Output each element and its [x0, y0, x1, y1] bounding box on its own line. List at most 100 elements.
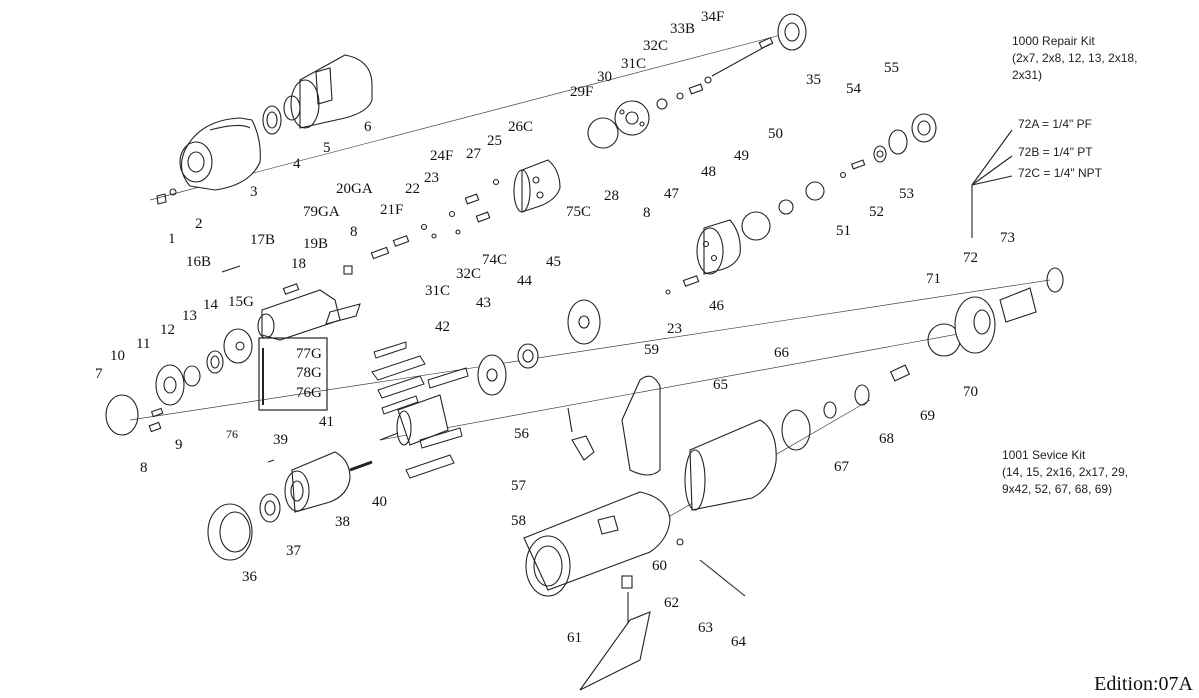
part-3-housing [179, 117, 261, 191]
label-51: 51 [836, 223, 851, 239]
label-48: 48 [701, 164, 716, 180]
part-46-spring [682, 275, 700, 287]
inlet-option-72b: 72B = 1/4" PT [1018, 145, 1093, 159]
part-66-oring [781, 409, 811, 451]
label-41: 41 [319, 414, 334, 430]
label-54: 54 [846, 81, 862, 97]
part-12-ring [183, 365, 201, 387]
label-68: 68 [879, 431, 894, 447]
label-27: 27 [466, 146, 482, 162]
inlet-option-72a: 72A = 1/4" PF [1018, 117, 1092, 131]
part-59-hanger [621, 375, 661, 476]
parts-31-34-pin-assembly [676, 37, 774, 100]
parts-60-61-62 [579, 575, 651, 691]
part-23-ball-lower [665, 289, 671, 295]
label-14: 14 [203, 297, 219, 313]
label-37: 37 [286, 543, 302, 559]
part-35-bushing [777, 13, 807, 51]
part-30-ring [656, 98, 668, 110]
part-67-ring [823, 401, 837, 419]
part-51-ball [839, 171, 847, 179]
label-13: 13 [182, 308, 197, 324]
service-kit-callout: 1001 Sevice Kit (14, 15, 2x16, 2x17, 29,… [1002, 447, 1128, 498]
label-2: 2 [195, 216, 203, 232]
part-50-ring [805, 181, 825, 201]
part-38-clutch [284, 451, 351, 513]
part-57-trigger [571, 435, 595, 461]
part-48-oring [741, 211, 771, 241]
label-26c: 26C [508, 119, 533, 135]
label-63: 63 [698, 620, 713, 636]
label-16b: 16B [186, 254, 211, 270]
edition-label: Edition:07A [1094, 673, 1193, 695]
part-7-oring [587, 117, 619, 149]
part-42-vanes [371, 341, 469, 479]
label-30: 30 [597, 69, 612, 85]
label-59: 59 [644, 342, 659, 358]
part-72-inlet [999, 287, 1037, 323]
label-71: 71 [926, 271, 941, 287]
parts-1-2-screw [156, 188, 177, 205]
part-13-bearing [206, 350, 224, 374]
label-15g: 15G [228, 294, 254, 310]
part-43-end-plate [477, 354, 507, 396]
label-46: 46 [709, 298, 725, 314]
label-18: 18 [291, 256, 306, 272]
label-21f: 21F [380, 202, 403, 218]
label-22: 22 [405, 181, 420, 197]
service-kit-line2: 9x42, 52, 67, 68, 69) [1002, 482, 1113, 496]
label-29f: 29F [570, 84, 593, 100]
part-47-cylinder [696, 219, 741, 275]
repair-kit-line1: (2x7, 2x8, 12, 13, 2x18, [1012, 51, 1138, 65]
label-32c-lower: 32C [456, 266, 481, 282]
label-66: 66 [774, 345, 790, 361]
label-28: 28 [604, 188, 619, 204]
label-78g: 78G [296, 365, 322, 381]
part-39-pin [267, 459, 275, 463]
label-8-mid: 8 [350, 224, 358, 240]
service-kit-line1: (14, 15, 2x16, 2x17, 29, [1002, 465, 1129, 479]
label-31c-upper: 31C [621, 56, 646, 72]
part-52-spring [850, 159, 866, 170]
label-45: 45 [546, 254, 561, 270]
label-7-lower: 7 [95, 366, 103, 382]
label-3: 3 [250, 184, 258, 200]
label-73: 73 [1000, 230, 1015, 246]
part-76-group-box [258, 337, 328, 411]
part-71-collar [954, 296, 996, 354]
label-6: 6 [364, 119, 372, 135]
label-33b: 33B [670, 21, 695, 37]
label-36: 36 [242, 569, 258, 585]
label-76: 76 [226, 427, 238, 441]
part-36-nut [207, 503, 253, 561]
part-45-plate [567, 299, 601, 345]
label-65: 65 [713, 377, 728, 393]
part-29f-end-plate [614, 100, 650, 136]
part-56-pin [567, 407, 573, 433]
part-17b-valve [257, 289, 361, 341]
part-72-option-leaders [971, 129, 1013, 238]
label-40: 40 [372, 494, 387, 510]
label-60: 60 [652, 558, 667, 574]
part-58-handle [523, 491, 671, 597]
part-18-spring [282, 283, 300, 295]
label-79ga: 79GA [303, 204, 340, 220]
label-4: 4 [293, 156, 301, 172]
part-54-ring [888, 129, 908, 155]
part-44-bearing [517, 343, 539, 369]
label-25: 25 [487, 133, 502, 149]
label-52: 52 [869, 204, 884, 220]
label-9: 9 [175, 437, 183, 453]
label-55: 55 [884, 60, 899, 76]
part-68-gear [854, 384, 870, 406]
part-49-ring [778, 199, 794, 215]
label-70: 70 [963, 384, 978, 400]
label-42: 42 [435, 319, 450, 335]
label-49: 49 [734, 148, 749, 164]
part-53-regulator [873, 145, 887, 163]
label-34f: 34F [701, 9, 724, 25]
label-1: 1 [168, 231, 176, 247]
label-57: 57 [511, 478, 527, 494]
part-6-housing [290, 54, 373, 129]
label-39: 39 [273, 432, 288, 448]
